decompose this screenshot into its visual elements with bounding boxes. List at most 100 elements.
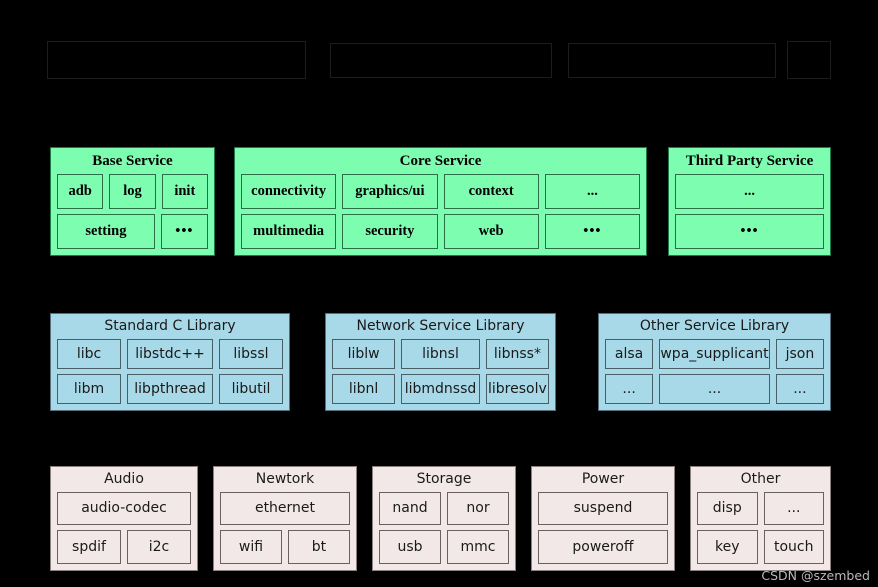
cell-key[interactable]: key	[697, 530, 758, 564]
cell-security[interactable]: security	[342, 213, 438, 249]
cell-libc[interactable]: libc	[57, 338, 122, 369]
cell-item[interactable]: •••	[544, 213, 640, 249]
group-title-other-service-library: Other Service Library	[639, 318, 790, 334]
cell-poweroff[interactable]: poweroff	[538, 530, 668, 564]
group-title-core-service: Core Service	[399, 153, 482, 169]
cell-disp[interactable]: disp	[697, 491, 758, 526]
cell-context[interactable]: context	[443, 173, 539, 209]
cell-multimedia[interactable]: multimedia	[241, 213, 337, 249]
cell-web[interactable]: web	[443, 213, 539, 249]
group-rows: ... •••	[675, 173, 824, 249]
group-row: poweroff	[538, 530, 668, 564]
group-row: ethernet	[220, 491, 350, 526]
group-title-network-service-library: Network Service Library	[356, 318, 525, 334]
cell-ethernet[interactable]: ethernet	[220, 491, 350, 526]
group-row: setting•••	[57, 213, 208, 249]
cell-usb[interactable]: usb	[379, 530, 441, 564]
cell-nor[interactable]: nor	[447, 491, 509, 526]
cell-alsa[interactable]: alsa	[605, 338, 654, 369]
group-title-standard-c-library: Standard C Library	[104, 318, 236, 334]
cell-mmc[interactable]: mmc	[447, 530, 509, 564]
group-row: .........	[605, 373, 824, 404]
cell-libmdnssd[interactable]: libmdnssd	[401, 373, 480, 404]
cell-item[interactable]: ...	[659, 373, 770, 404]
group-title-power: Power	[581, 471, 625, 487]
group-rows: suspend poweroff	[538, 491, 668, 564]
cell-connectivity[interactable]: connectivity	[241, 173, 337, 209]
cell-touch[interactable]: touch	[763, 530, 824, 564]
redacted-box-2	[330, 43, 552, 78]
cell-spdif[interactable]: spdif	[57, 530, 121, 564]
cell-suspend[interactable]: suspend	[538, 491, 668, 526]
cell-item[interactable]: ...	[544, 173, 640, 209]
cell-liblw[interactable]: liblw	[332, 338, 396, 369]
watermark: CSDN @szembed	[761, 568, 870, 583]
group-title-third-party-service: Third Party Service	[685, 153, 814, 169]
cell-bt[interactable]: bt	[288, 530, 350, 564]
cell-nand[interactable]: nand	[379, 491, 441, 526]
cell-libm[interactable]: libm	[57, 373, 122, 404]
cell-init[interactable]: init	[161, 173, 208, 209]
cell-setting[interactable]: setting	[57, 213, 155, 249]
cell-i2c[interactable]: i2c	[127, 530, 191, 564]
cell-log[interactable]: log	[109, 173, 156, 209]
cell-libnsl[interactable]: libnsl	[401, 338, 480, 369]
cell-item[interactable]: ...	[605, 373, 654, 404]
cell-libstdc[interactable]: libstdc++	[127, 338, 213, 369]
group-title-newtork: Newtork	[255, 471, 315, 487]
redacted-box-1	[47, 41, 306, 79]
group-title-storage: Storage	[416, 471, 472, 487]
cell-libutil[interactable]: libutil	[218, 373, 284, 404]
redacted-box-4	[787, 41, 831, 79]
cell-wifi[interactable]: wifi	[220, 530, 282, 564]
cell-json[interactable]: json	[775, 338, 824, 369]
cell-item[interactable]: •••	[675, 213, 824, 249]
cell-item[interactable]: •••	[160, 213, 208, 249]
cell-item[interactable]: ...	[775, 373, 824, 404]
cell-libnss[interactable]: libnss*	[485, 338, 549, 369]
cell-libnl[interactable]: libnl	[332, 373, 396, 404]
cell-adb[interactable]: adb	[57, 173, 104, 209]
redacted-box-3	[568, 43, 776, 78]
cell-graphics-ui[interactable]: graphics/ui	[342, 173, 438, 209]
cell-libssl[interactable]: libssl	[218, 338, 284, 369]
cell-libpthread[interactable]: libpthread	[127, 373, 213, 404]
cell-libresolv[interactable]: libresolv	[485, 373, 549, 404]
group-title-other: Other	[740, 471, 781, 487]
cell-audio-codec[interactable]: audio-codec	[57, 491, 191, 526]
group-row: ...	[675, 173, 824, 209]
group-title-audio: Audio	[104, 471, 144, 487]
group-row: disp...	[697, 491, 824, 526]
cell-item[interactable]: ...	[763, 491, 824, 526]
cell-item[interactable]: ...	[675, 173, 824, 209]
group-title-base-service: Base Service	[92, 153, 173, 169]
cell-wpa-supplicant[interactable]: wpa_supplicant	[659, 338, 770, 369]
